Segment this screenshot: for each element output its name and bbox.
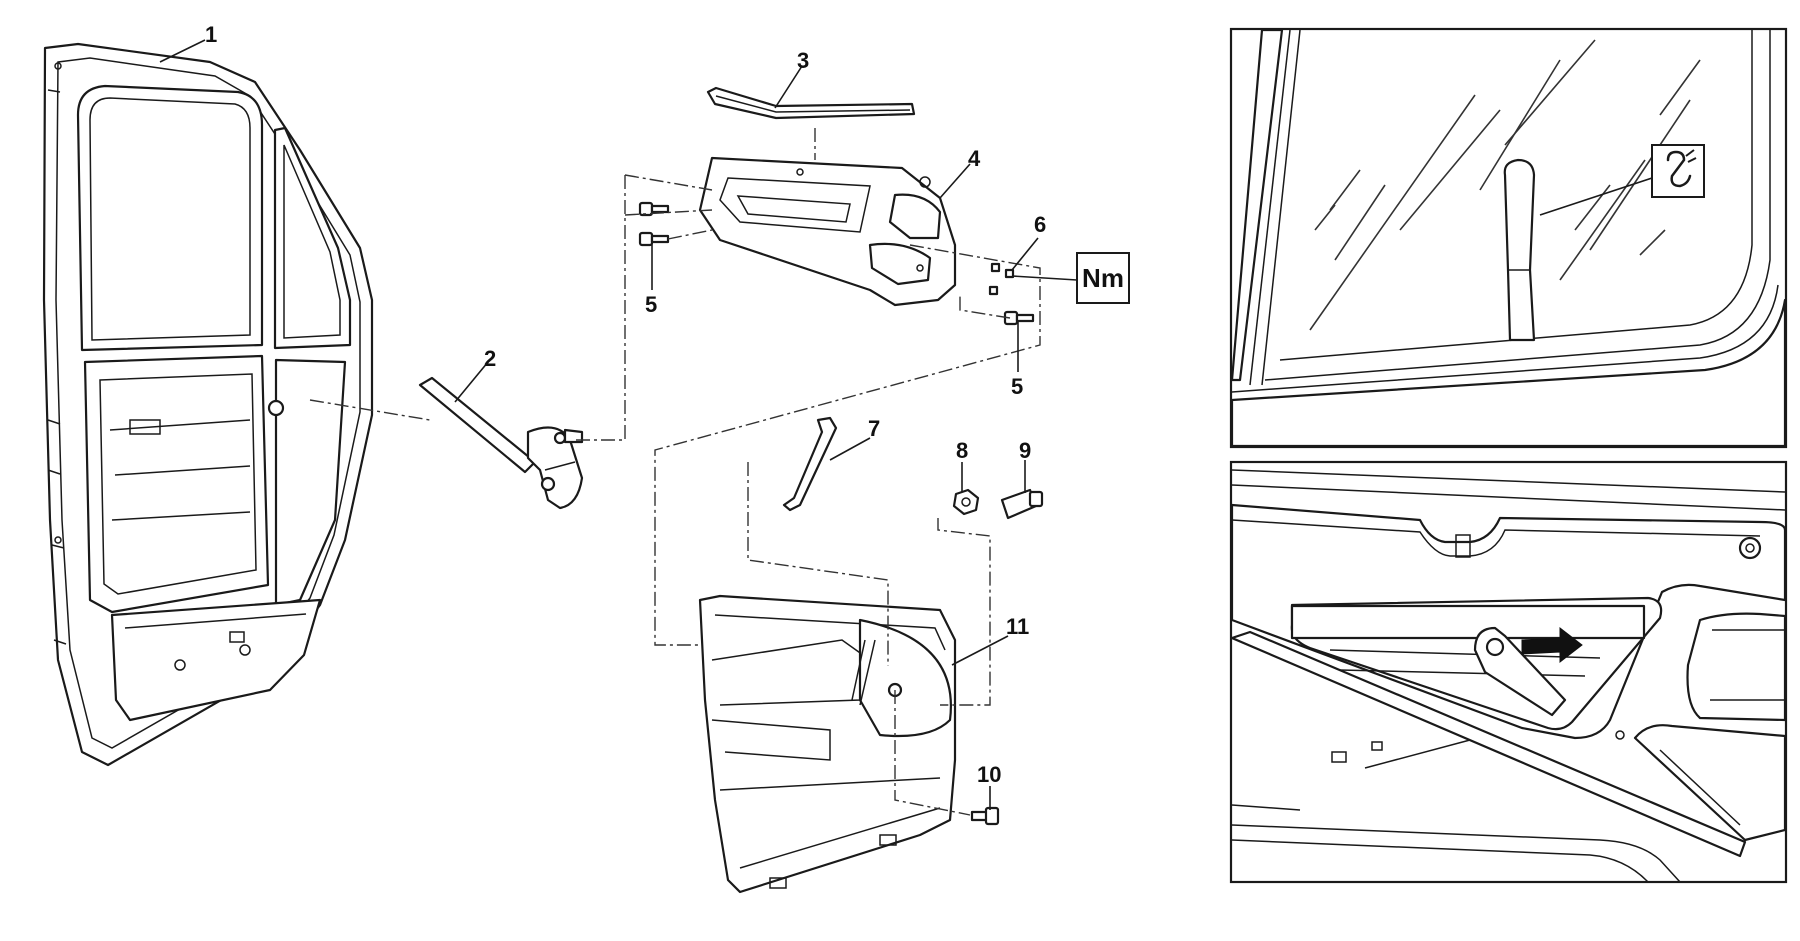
- callout-8: 8: [956, 438, 968, 463]
- bolt-9: [1000, 488, 1044, 520]
- callout-5-right: 5: [1011, 374, 1023, 399]
- leader-lines: [159, 39, 1078, 810]
- callout-2: 2: [484, 346, 496, 371]
- nut-8: [952, 488, 980, 516]
- callout-3: 3: [797, 48, 809, 73]
- assembly-lines: [309, 128, 1041, 816]
- callout-4: 4: [968, 146, 981, 171]
- callout-11: 11: [1006, 614, 1029, 639]
- nut-6: [988, 262, 1015, 296]
- callout-5-left: 5: [645, 292, 657, 317]
- detail-panel-top: [1229, 27, 1788, 449]
- callout-7: 7: [868, 416, 880, 441]
- special-tool-icon: [1651, 144, 1705, 198]
- bolt-10: [970, 806, 1000, 826]
- regulator-arm: [418, 376, 584, 510]
- cable-guide: [782, 416, 838, 512]
- window-channel: [706, 86, 916, 120]
- callout-10: 10: [977, 762, 1001, 787]
- callout-6: 6: [1034, 212, 1046, 237]
- torque-symbol-box: Nm: [1076, 252, 1130, 304]
- screw-5-right: [1003, 310, 1035, 326]
- door-shell: [42, 42, 374, 767]
- callout-1: 1: [205, 22, 217, 47]
- trim-panel: [698, 594, 957, 894]
- push-direction-arrow-icon: [1521, 626, 1583, 664]
- screw-5-left: [638, 201, 670, 247]
- callout-labels: 1 2 3 4 5 5 6 7 8 9 10 11: [205, 22, 1046, 787]
- mounting-panel: [698, 156, 957, 307]
- torque-label: Nm: [1082, 263, 1124, 293]
- callout-9: 9: [1019, 438, 1031, 463]
- detail-panel-bottom: [1229, 460, 1788, 884]
